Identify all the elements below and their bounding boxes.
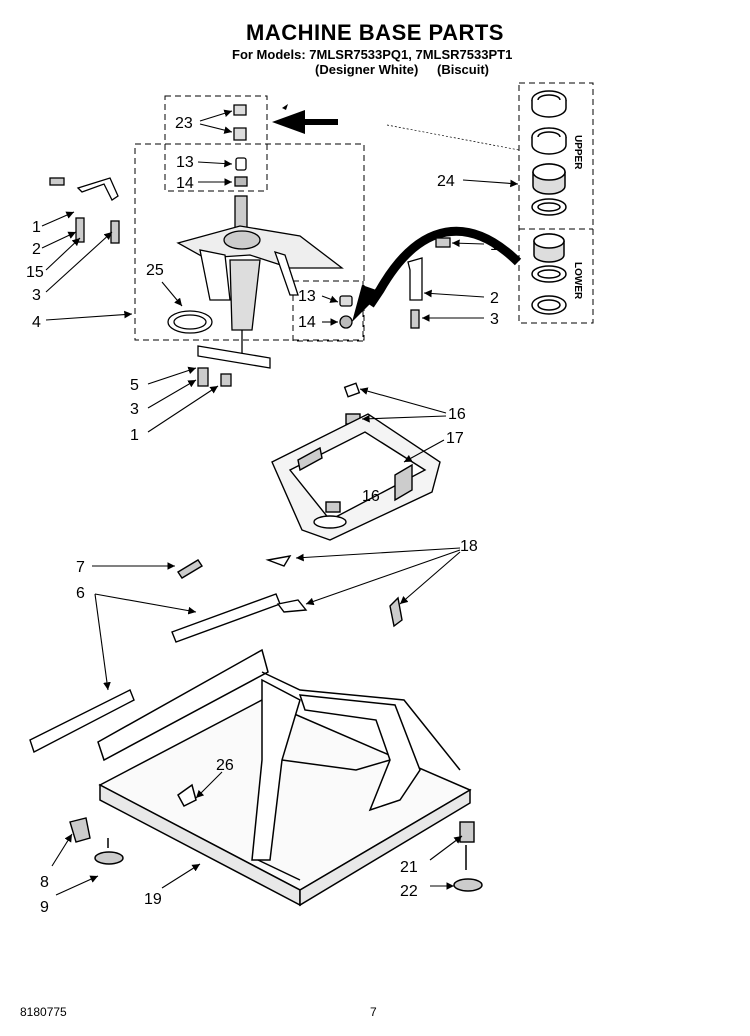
seal-ring-lower-1 <box>533 233 565 263</box>
seal-upper-label: UPPER <box>572 135 583 170</box>
seal-ring-lower-2 <box>531 265 567 283</box>
seal-kit-box <box>518 82 594 324</box>
models-line: For Models: 7MLSR7533PQ1, 7MLSR7533PT1 <box>232 47 513 62</box>
callout-13-side: 13 <box>298 288 316 305</box>
callout-18: 18 <box>460 538 478 555</box>
machine-base-frame <box>94 648 483 907</box>
seal-ring-upper-4 <box>531 198 567 216</box>
callout-22: 22 <box>400 883 418 900</box>
document-number: 8180775 <box>20 1005 67 1019</box>
seal-ring-upper-2 <box>531 127 567 155</box>
callout-1-right: 1 <box>490 237 499 254</box>
callout-3-lower: 3 <box>130 401 139 418</box>
tub-support-assembly <box>271 382 441 541</box>
color-designer-white: (Designer White) <box>315 62 419 77</box>
callout-21: 21 <box>400 859 418 876</box>
callout-14-top: 14 <box>176 175 194 192</box>
callout-24: 24 <box>437 173 455 190</box>
seal-ring-lower-3 <box>531 295 567 315</box>
top-coupling-box <box>164 95 268 192</box>
seal-kit-curved-arrow <box>366 226 522 308</box>
callout-4: 4 <box>32 314 41 331</box>
small-parts <box>29 555 475 843</box>
callout-15: 15 <box>26 264 44 281</box>
callout-5: 5 <box>130 377 139 394</box>
callout-1-lower: 1 <box>130 427 139 444</box>
color-biscuit: (Biscuit) <box>437 62 489 77</box>
seal-rings <box>531 90 567 315</box>
page-number: 7 <box>370 1005 377 1019</box>
callout-8: 8 <box>40 874 49 891</box>
seal-ring-upper-1 <box>531 90 567 118</box>
seal-lower-label: LOWER <box>572 262 583 300</box>
callout-13-top: 13 <box>176 154 194 171</box>
coupling-parts <box>49 104 451 387</box>
callout-16-center: 16 <box>362 488 380 505</box>
callout-9: 9 <box>40 899 49 916</box>
seal-ring-upper-3 <box>532 163 566 195</box>
leader-lines <box>41 109 519 896</box>
page-title: MACHINE BASE PARTS <box>246 20 504 45</box>
callout-7: 7 <box>76 559 85 576</box>
callout-26: 26 <box>216 757 234 774</box>
callout-2-right: 2 <box>490 290 499 307</box>
callout-25: 25 <box>146 262 164 279</box>
callout-3-right: 3 <box>490 311 499 328</box>
callout-14-side: 14 <box>298 314 316 331</box>
callout-23: 23 <box>175 115 193 132</box>
callout-19: 19 <box>144 891 162 908</box>
gearcase-box <box>134 143 365 341</box>
callout-6: 6 <box>76 585 85 602</box>
callout-17: 17 <box>446 430 464 447</box>
callout-16-top: 16 <box>448 406 466 423</box>
callouts: 23 13 14 24 1 2 15 3 25 4 13 14 1 2 3 5 … <box>26 115 499 916</box>
callout-3-left: 3 <box>32 287 41 304</box>
callout-1-left: 1 <box>32 219 41 236</box>
callout-2-left: 2 <box>32 241 41 258</box>
